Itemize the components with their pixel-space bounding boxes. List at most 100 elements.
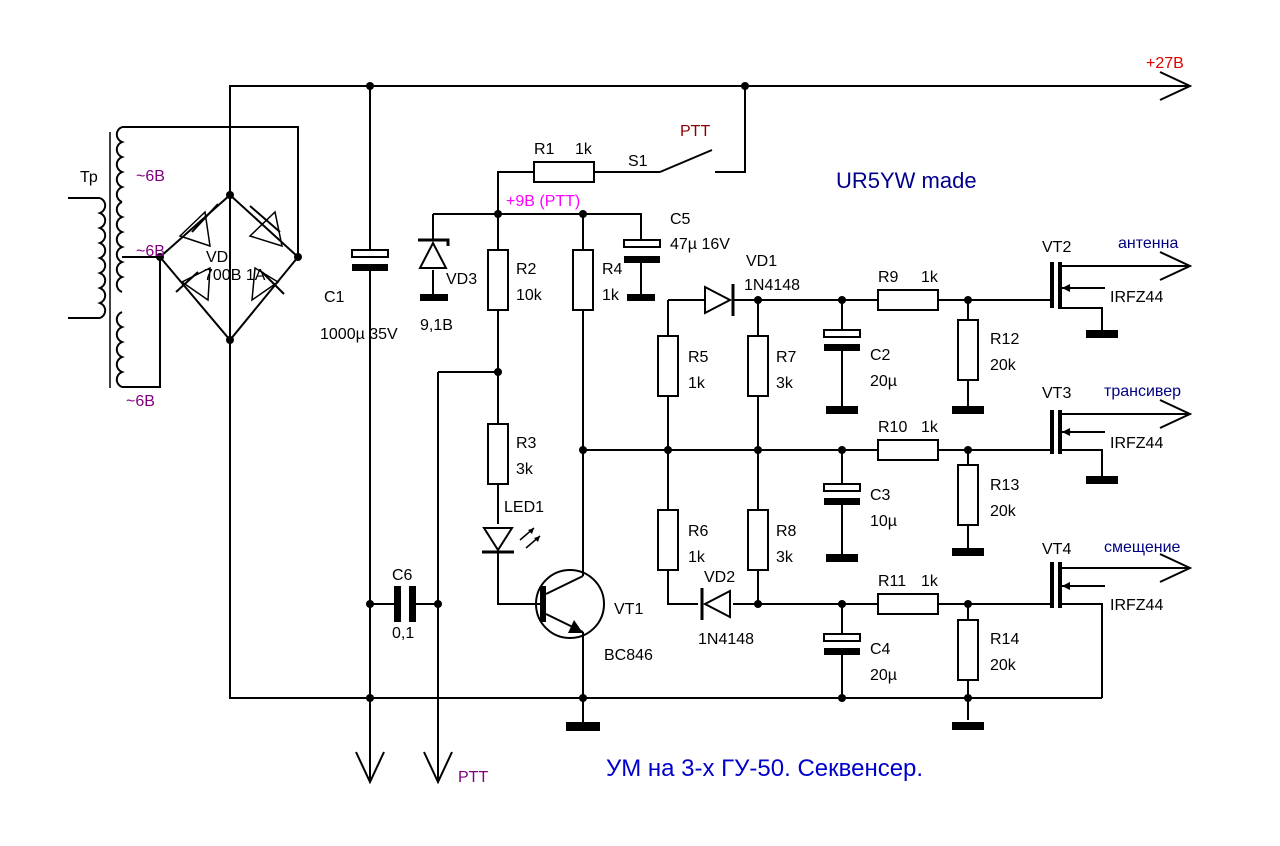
led1-name: LED1 bbox=[504, 499, 544, 516]
bridge-name: VD bbox=[206, 249, 228, 266]
r3-value: 3k bbox=[516, 461, 534, 478]
vt3-part: IRFZ44 bbox=[1110, 435, 1163, 452]
resistor-r7 bbox=[747, 335, 769, 397]
c5-name: C5 bbox=[670, 211, 691, 228]
r11-name: R11 bbox=[878, 573, 906, 590]
c6-name: C6 bbox=[392, 567, 413, 584]
vt3-output: трансивер bbox=[1104, 383, 1181, 400]
resistors bbox=[487, 161, 979, 681]
capacitors bbox=[351, 239, 861, 655]
r10-value: 1k bbox=[921, 419, 939, 436]
r4-value: 1k bbox=[602, 287, 620, 304]
c6-value: 0,1 bbox=[392, 625, 414, 642]
junctions bbox=[156, 82, 972, 702]
c3-name: C3 bbox=[870, 487, 891, 504]
vt2-name: VT2 bbox=[1042, 239, 1071, 256]
r5-name: R5 bbox=[688, 349, 709, 366]
c5-value: 47µ 16V bbox=[670, 236, 730, 253]
ptt-switch-label: PTT bbox=[680, 123, 710, 140]
r2-value: 10k bbox=[516, 287, 543, 304]
r8-value: 3k bbox=[776, 549, 794, 566]
mosfet-vt3 bbox=[1050, 410, 1070, 454]
r4-name: R4 bbox=[602, 261, 623, 278]
resistor-r5 bbox=[657, 335, 679, 397]
r12-value: 20k bbox=[990, 357, 1017, 374]
resistor-r6 bbox=[657, 509, 679, 571]
resistor-r3 bbox=[487, 423, 509, 485]
r5-value: 1k bbox=[688, 375, 706, 392]
switch-s1 bbox=[659, 149, 713, 173]
r13-value: 20k bbox=[990, 503, 1017, 520]
capacitor-c4 bbox=[823, 633, 861, 655]
diode-vd1 bbox=[704, 284, 735, 316]
r1-name: R1 bbox=[534, 141, 555, 158]
c2-value: 20µ bbox=[870, 373, 897, 390]
vd3-name: VD3 bbox=[446, 271, 477, 288]
bridge-rating: 700В 1А bbox=[204, 267, 266, 284]
r12-name: R12 bbox=[990, 331, 1019, 348]
vt3-name: VT3 bbox=[1042, 385, 1071, 402]
c1-name: C1 bbox=[324, 289, 345, 306]
r9-value: 1k bbox=[921, 269, 939, 286]
vt4-output: смещение bbox=[1104, 539, 1181, 556]
capacitor-c2 bbox=[823, 329, 861, 351]
diode-vd2 bbox=[700, 588, 731, 620]
vd1-name: VD1 bbox=[746, 253, 777, 270]
r7-name: R7 bbox=[776, 349, 797, 366]
mosfet-vt4 bbox=[1050, 562, 1070, 608]
resistor-r10 bbox=[877, 439, 939, 461]
r7-value: 3k bbox=[776, 375, 794, 392]
r10-name: R10 bbox=[878, 419, 907, 436]
r3-name: R3 bbox=[516, 435, 537, 452]
ptt-out-label: PTT bbox=[458, 769, 488, 786]
resistor-r8 bbox=[747, 509, 769, 571]
winding-label-1: ~6В bbox=[136, 168, 165, 185]
grounds bbox=[420, 294, 1118, 731]
r6-name: R6 bbox=[688, 523, 709, 540]
led1 bbox=[482, 527, 541, 554]
r11-value: 1k bbox=[921, 573, 939, 590]
ptt-rail-label: +9В (PTT) bbox=[506, 193, 580, 210]
transformer-tr bbox=[68, 126, 160, 388]
credit-label: UR5YW made bbox=[836, 168, 977, 193]
resistor-r14 bbox=[957, 619, 979, 681]
c2-name: C2 bbox=[870, 347, 891, 364]
resistor-r9 bbox=[877, 289, 939, 311]
labels: +27В PTT +9В (PTT) UR5YW made УМ на 3-х … bbox=[80, 55, 1184, 786]
capacitor-c5 bbox=[623, 239, 661, 263]
vd3-value: 9,1В bbox=[420, 317, 453, 334]
transistor-vt1 bbox=[535, 569, 605, 640]
r8-name: R8 bbox=[776, 523, 797, 540]
r13-name: R13 bbox=[990, 477, 1019, 494]
transformer-name: Тр bbox=[80, 169, 98, 186]
resistor-r11 bbox=[877, 593, 939, 615]
winding-label-3: ~6В bbox=[126, 393, 155, 410]
mosfet-vt2 bbox=[1050, 262, 1070, 308]
supply-label: +27В bbox=[1146, 55, 1184, 72]
s1-name: S1 bbox=[628, 153, 648, 170]
r9-name: R9 bbox=[878, 269, 899, 286]
vt1-part: BC846 bbox=[604, 647, 653, 664]
c4-value: 20µ bbox=[870, 667, 897, 684]
r14-value: 20k bbox=[990, 657, 1017, 674]
vd2-value: 1N4148 bbox=[698, 631, 754, 648]
vt1-name: VT1 bbox=[614, 601, 643, 618]
c3-value: 10µ bbox=[870, 513, 897, 530]
r14-name: R14 bbox=[990, 631, 1019, 648]
resistor-r1 bbox=[533, 161, 595, 183]
resistor-r2 bbox=[487, 249, 509, 311]
vt2-output: антенна bbox=[1118, 235, 1178, 252]
resistor-r13 bbox=[957, 464, 979, 526]
title-label: УМ на 3-х ГУ-50. Секвенсер. bbox=[606, 755, 923, 782]
r2-name: R2 bbox=[516, 261, 537, 278]
r6-value: 1k bbox=[688, 549, 706, 566]
capacitor-c1 bbox=[351, 249, 389, 271]
zener-vd3 bbox=[418, 238, 450, 269]
resistor-r12 bbox=[957, 319, 979, 381]
c4-name: C4 bbox=[870, 641, 891, 658]
resistor-r4 bbox=[572, 249, 594, 311]
vd1-value: 1N4148 bbox=[744, 277, 800, 294]
vt4-name: VT4 bbox=[1042, 541, 1071, 558]
vt4-part: IRFZ44 bbox=[1110, 597, 1163, 614]
